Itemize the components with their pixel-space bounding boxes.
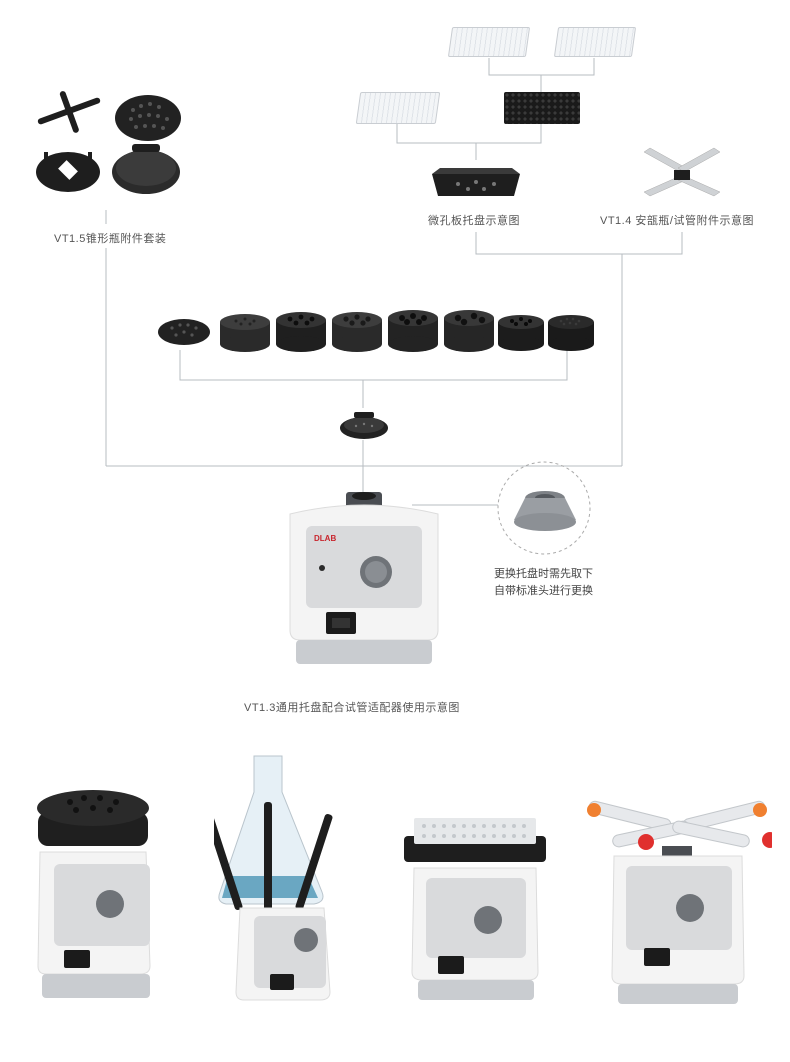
vortex-mixer-main: DLAB [282,490,446,670]
vt15-kit [28,88,188,206]
microplate-clear-2 [553,27,637,57]
adapter-5 [388,310,438,352]
microplate-clear-1 [447,27,531,57]
brand-logo: DLAB [314,534,337,543]
adapter-2 [220,314,270,352]
microplate-clear-3 [355,92,441,124]
microplate-black-block [504,92,580,124]
connector-plates-top [488,58,595,76]
microplate-tray [428,162,524,200]
adapter-8 [548,315,594,351]
adapter-3 [276,312,326,352]
connector-adapters [179,350,568,381]
caption-microplate: 微孔板托盘示意图 [428,215,520,227]
head-note-line2: 自带标准头进行更换 [494,585,593,597]
device-config-microplate [400,812,550,1004]
vt15-parts-illustration [36,91,181,194]
caption-vt14: VT1.4 安瓿瓶/试管附件示意图 [600,215,754,227]
connector-right-group [475,232,683,255]
adapter-4 [332,312,382,352]
caption-vt13: VT1.3通用托盘配合试管适配器使用示意图 [244,702,460,714]
adapter-foam-disc [158,319,210,345]
adapter-6 [444,310,494,352]
device-config-foam [30,778,162,1004]
head-note-line1: 更换托盘时需先取下 [494,568,593,580]
device-config-flask [205,752,346,1014]
connector-plates-mid [396,124,542,144]
head-replace-note: 更换托盘时需先取下 自带标准头进行更换 [494,566,593,600]
head-callout-circle [497,461,591,555]
standard-head [510,480,580,540]
caption-vt15: VT1.5锥形瓶附件套装 [54,233,167,245]
universal-tray [338,408,390,440]
adapter-row [156,308,596,352]
device-config-tubes [582,790,778,1008]
adapter-7 [498,315,544,351]
vt14-accessory [634,146,730,202]
